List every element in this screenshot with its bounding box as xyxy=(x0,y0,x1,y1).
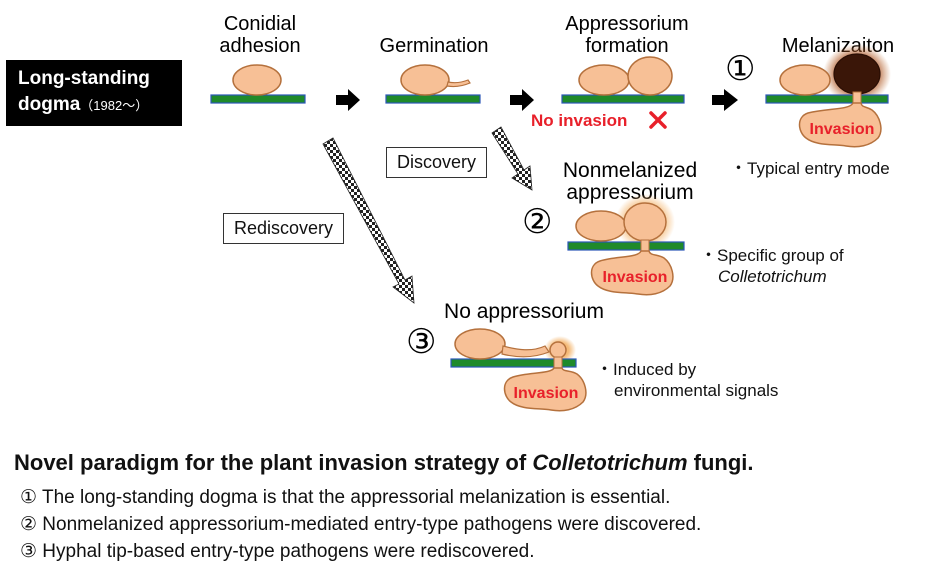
summary-item: ② Nonmelanized appressorium-mediated ent… xyxy=(20,514,702,535)
right-arrow-icon xyxy=(712,89,738,111)
stage-conidial-adhesion xyxy=(210,64,306,104)
nonmelanized-title-1: Nonmelanized xyxy=(563,159,697,182)
stage-no-appressorium: Invasion xyxy=(450,328,587,412)
summary: Novel paradigm for the plant invasion st… xyxy=(14,450,924,565)
summary-item: ③ Hyphal tip-based entry-type pathogens … xyxy=(20,541,535,562)
summary-item: ① The long-standing dogma is that the ap… xyxy=(20,487,671,508)
stage-label-germination: Germination xyxy=(380,35,489,57)
stage-germination xyxy=(385,64,481,104)
appressorium xyxy=(623,202,667,242)
number-two: ② xyxy=(522,203,552,241)
invasion-label: Invasion xyxy=(603,269,668,286)
discovery-arrow xyxy=(491,126,533,191)
penetration-peg xyxy=(553,356,563,370)
right-arrow-icon xyxy=(336,89,360,111)
stage-label-appressorium-1: Appressorium xyxy=(565,13,688,35)
conidium xyxy=(454,328,506,360)
discovery-label: Discovery xyxy=(386,147,488,178)
stage-label-conidial-2: adhesion xyxy=(219,35,300,57)
right-arrow-icon xyxy=(510,89,534,111)
invasion-label: Invasion xyxy=(514,385,579,402)
rediscovery-arrow xyxy=(322,137,415,304)
dogma-title-1: Long-standing xyxy=(18,68,150,89)
note-induced-2: environmental signals xyxy=(614,381,779,400)
conidium xyxy=(575,210,627,242)
germ-tube xyxy=(446,79,471,88)
hyphal-tip xyxy=(549,341,567,359)
invasion-label: Invasion xyxy=(810,121,875,138)
leaf-surface xyxy=(567,241,685,251)
invasion-hypha xyxy=(798,102,882,148)
conidium xyxy=(232,64,282,96)
leaf-surface xyxy=(210,94,306,104)
note-specific-1: ・Specific group of xyxy=(700,246,844,265)
summary-heading-pre: Novel paradigm for the plant invasion st… xyxy=(14,450,533,475)
stage-label-conidial-1: Conidial xyxy=(224,13,296,35)
summary-list: ① The long-standing dogma is that the ap… xyxy=(14,484,924,565)
conidium xyxy=(578,64,630,96)
appressorium xyxy=(627,56,673,96)
number-three: ③ xyxy=(406,323,436,361)
cross-icon xyxy=(649,111,667,129)
note-typical: ・Typical entry mode xyxy=(730,159,890,178)
leaf-surface xyxy=(385,94,481,104)
summary-heading-post: fungi. xyxy=(687,450,754,475)
invasion-hypha xyxy=(503,367,587,412)
leaf-surface xyxy=(765,94,889,104)
leaf-surface xyxy=(561,94,685,104)
conidium xyxy=(400,64,450,96)
rediscovery-label: Rediscovery xyxy=(223,213,345,244)
melanized-appressorium xyxy=(833,53,881,95)
no-appressorium-title: No appressorium xyxy=(444,300,604,323)
stage-nonmelanized: Invasion xyxy=(567,194,685,296)
stage-melanization: ① Invasion xyxy=(725,44,891,148)
no-invasion-label: No invasion xyxy=(531,111,627,130)
note-specific-2: Colletotrichum xyxy=(718,267,827,286)
invasion-hypha xyxy=(590,250,674,296)
penetration-peg xyxy=(640,239,650,253)
summary-heading-genus: Colletotrichum xyxy=(532,450,688,475)
dogma-year: （1982～） xyxy=(80,98,149,113)
stage-label-appressorium-2: formation xyxy=(585,35,668,57)
stage-appressorium-formation: No invasion xyxy=(531,56,685,130)
invasion-diagram: Conidial adhesion Germination Appressori… xyxy=(210,13,894,412)
summary-heading: Novel paradigm for the plant invasion st… xyxy=(14,450,924,476)
note-induced-1: ・Induced by xyxy=(596,360,697,379)
penetration-peg xyxy=(852,91,862,105)
leaf-surface xyxy=(450,358,577,368)
germ-tube xyxy=(501,345,550,358)
number-one: ① xyxy=(725,50,755,88)
dogma-title-2: dogma xyxy=(18,94,81,115)
conidium xyxy=(779,64,831,96)
nonmelanized-title-2: appressorium xyxy=(566,181,693,204)
dogma-box: Long-standing dogma（1982～） xyxy=(6,60,182,126)
